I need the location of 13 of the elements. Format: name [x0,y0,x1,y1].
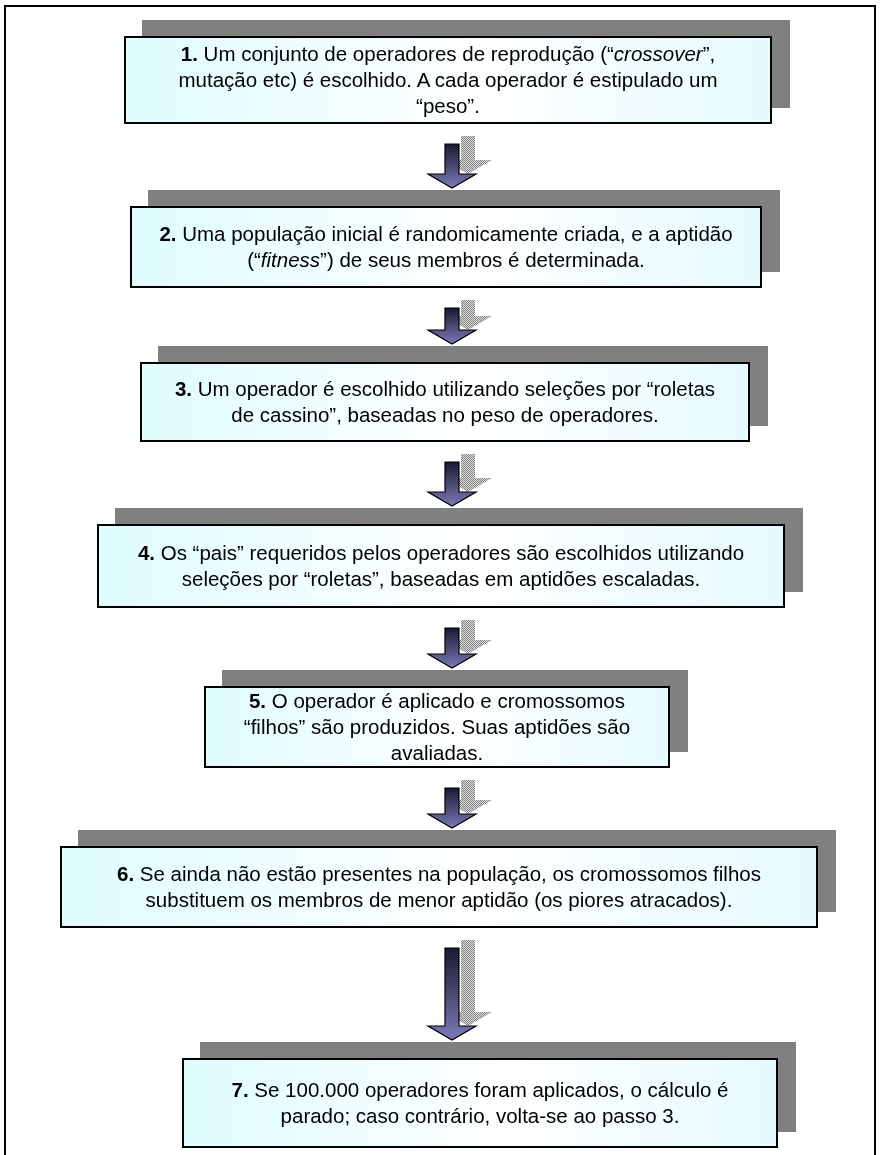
block-arrow [425,940,492,1041]
step-text: 4. Os “pais” requeridos pelos operadores são escolhidos utilizando seleções por “roletas”, baseadas em aptidões escaladas. [136,540,746,592]
step-text: 3. Um operador é escolhido utilizando seleções por “roletas de cassino”, baseadas no peso de operadores. [173,376,717,428]
block-arrow [425,300,492,345]
block-arrow [425,136,492,189]
step-text: 5. O operador é aplicado e cromossomos “filhos” são produzidos. Suas aptidões são avaliadas. [242,688,632,766]
step-text: 6. Se ainda não estão presentes na população, os cromossomos filhos substituem os membros de menor aptidão (os piores atracados). [116,861,762,913]
step-text: 2. Uma população inicial é randomicamente criada, e a aptidão (“fitness”) de seus membros é determinada. [159,221,733,273]
block-arrow [425,780,492,829]
step-text: 1. Um conjunto de operadores de reprodução (“crossover”, mutação etc) é escolhido. A cada operador é estipulado um “peso”. [177,41,719,119]
step-text: 7. Se 100.000 operadores foram aplicados, o cálculo é parado; caso contrário, volta-se ao passo 3. [230,1077,730,1129]
block-arrow [425,620,492,669]
block-arrow [425,454,492,507]
